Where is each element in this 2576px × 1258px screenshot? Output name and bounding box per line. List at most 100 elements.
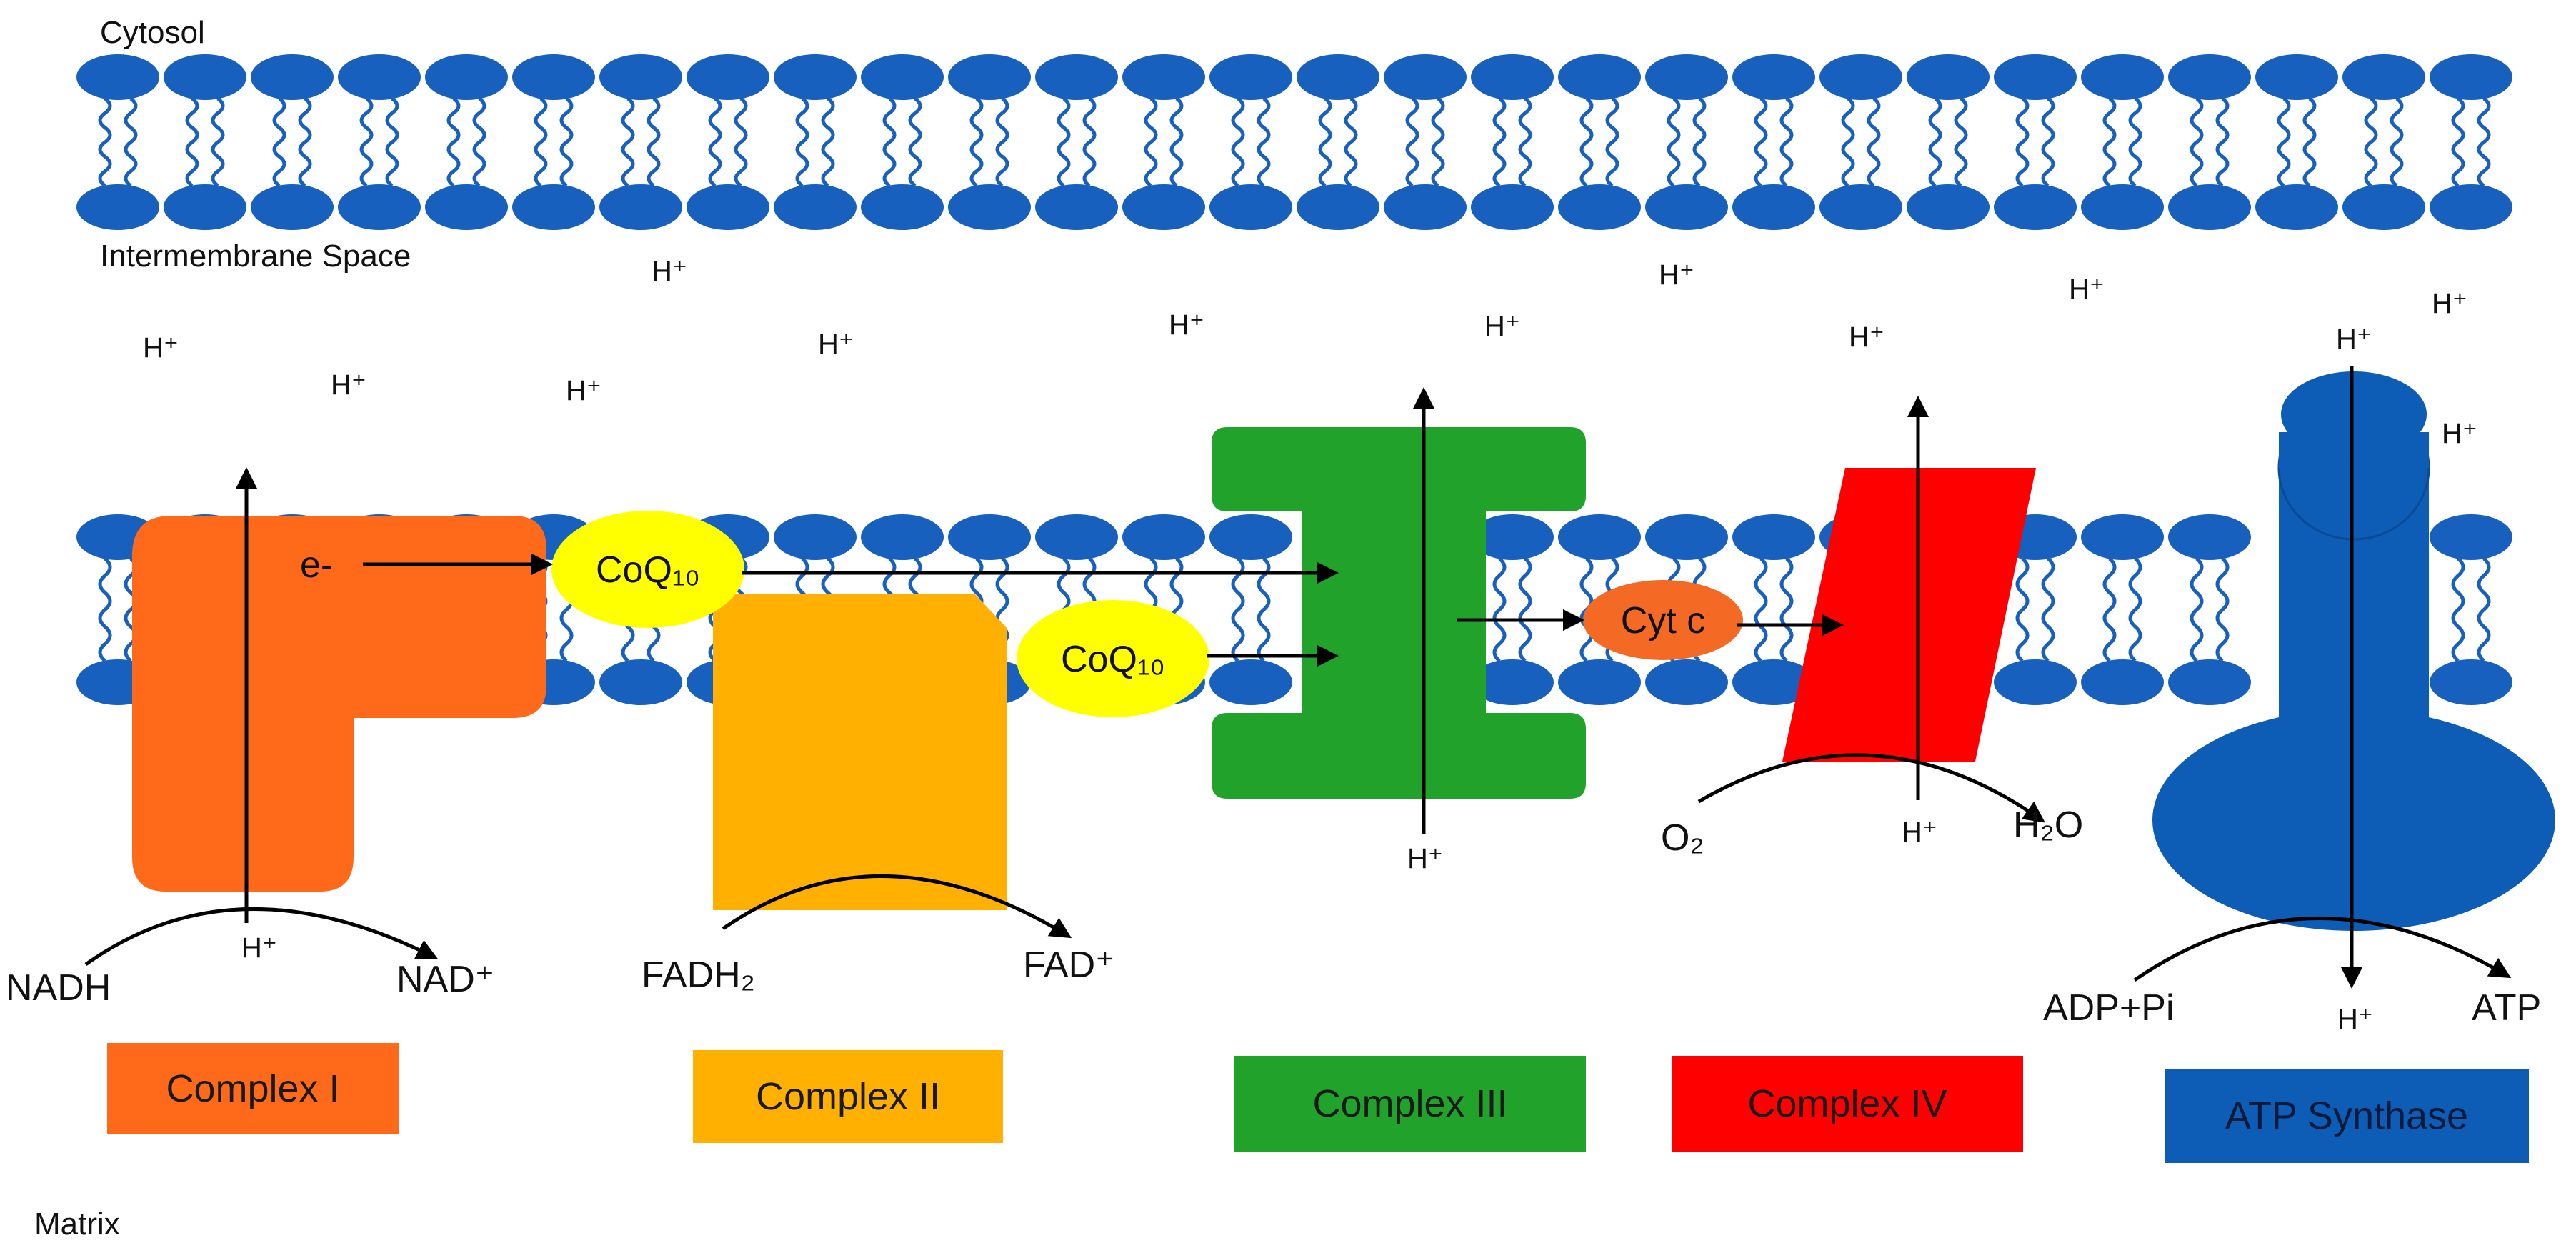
lipid-tail — [1231, 557, 1245, 662]
intermembrane-protons: H⁺ H⁺ H⁺ H⁺ H⁺ H⁺ H⁺ H⁺ H⁺ H⁺ H⁺ H⁺ — [143, 256, 2477, 449]
lipid-head — [76, 184, 159, 230]
lipid-tail — [1492, 557, 1507, 662]
complex-ii-shape — [713, 594, 1007, 910]
lipid-tail — [2015, 557, 2030, 662]
lipid-tail — [821, 96, 835, 188]
lipid-tail — [1231, 96, 1245, 188]
lipid-tail — [2041, 557, 2055, 662]
lipid-head — [251, 184, 334, 230]
legend-label-complex-iii: Complex III — [1312, 1082, 1507, 1125]
lipid-head — [1558, 184, 1641, 230]
lipid-tail — [2128, 96, 2142, 188]
lipid-tail — [211, 96, 225, 188]
lipid-head — [2081, 54, 2164, 100]
lipid-tail — [1667, 96, 1681, 188]
lipid-head — [2430, 54, 2512, 100]
lipid-head — [512, 54, 595, 100]
lipid-head — [1209, 54, 1292, 100]
lipid-head — [1645, 184, 1728, 230]
lipid-head — [774, 54, 857, 100]
lipid-tail — [1431, 96, 1445, 188]
lipid-tail — [2041, 96, 2055, 188]
lipid-tail — [795, 96, 809, 188]
lipid-head — [2342, 184, 2425, 230]
lipid-head — [599, 184, 682, 230]
cytosol-label: Cytosol — [100, 15, 205, 50]
legend-swatch-complex-iv — [1672, 1056, 2023, 1152]
lipid-tail — [1057, 96, 1071, 188]
lipid-head — [1471, 54, 1554, 100]
lipid-tail — [1405, 96, 1419, 188]
lipid-tail — [2102, 557, 2117, 662]
lipid-head — [1035, 184, 1118, 230]
lipid-head — [1907, 54, 1990, 100]
lipid-head — [2342, 54, 2425, 100]
lipid-tail — [2102, 96, 2117, 188]
lipid-head — [2081, 184, 2164, 230]
matrix-label: Matrix — [34, 1207, 120, 1242]
proton-label: H⁺ — [2336, 324, 2372, 355]
legend-swatch-complex-iii — [1234, 1056, 1586, 1152]
lipid-head — [599, 54, 682, 100]
proton-label: H⁺ — [2069, 274, 2105, 305]
lipid-tail — [1518, 557, 1532, 662]
lipid-tail — [185, 96, 199, 188]
lipid-head — [251, 54, 334, 100]
lipid-head — [1122, 514, 1205, 560]
lipid-head — [1297, 184, 1379, 230]
legend-label-complex-iv: Complex IV — [1747, 1082, 1947, 1125]
lipid-tail — [1492, 96, 1507, 188]
lipid-tail — [1779, 96, 1794, 188]
cyt-c-label: Cyt c — [1621, 600, 1705, 642]
proton-label: H⁺ — [1169, 309, 1204, 341]
atp-synthase-shape — [2152, 371, 2555, 931]
lipid-head — [948, 514, 1031, 560]
lipid-tail — [908, 96, 922, 188]
legend-label-complex-ii: Complex II — [756, 1075, 940, 1118]
lipid-tail — [882, 96, 897, 188]
lipid-tail — [472, 96, 486, 188]
lipid-tail — [98, 96, 112, 188]
cyt-c-ellipse — [1583, 580, 1743, 660]
lipid-head — [1732, 184, 1815, 230]
lipid-head — [687, 184, 769, 230]
lipid-head — [2081, 659, 2164, 705]
lipid-tail — [2190, 96, 2204, 188]
complex-iv-shape — [1782, 468, 2036, 762]
proton-label: H⁺ — [241, 932, 277, 964]
lipid-tail — [446, 96, 461, 188]
coq10-label: CoQ₁₀ — [1061, 639, 1165, 680]
lipid-head — [164, 184, 246, 230]
lipid-head — [2255, 184, 2338, 230]
lipid-tail — [298, 96, 312, 188]
lipid-tail — [2364, 96, 2378, 188]
lipid-tail — [1754, 557, 1768, 662]
lipid-head — [1384, 54, 1467, 100]
lipid-tail — [1257, 96, 1271, 188]
lipid-head — [425, 184, 508, 230]
electron-label: e- — [300, 544, 333, 586]
proton-label: H⁺ — [143, 332, 179, 364]
proton-label: H⁺ — [1849, 321, 1884, 353]
intermembrane-space-label: Intermembrane Space — [100, 239, 411, 274]
proton-label: H⁺ — [1902, 817, 1937, 848]
lipid-head — [1209, 659, 1292, 705]
fadh2-label: FADH₂ — [641, 954, 755, 996]
lipid-tail — [1954, 96, 1968, 188]
lipid-tail — [98, 557, 112, 662]
legend-label-complex-i: Complex I — [166, 1067, 339, 1110]
o2-label: O₂ — [1661, 817, 1704, 859]
proton-label: H⁺ — [818, 329, 854, 360]
lipid-head — [774, 514, 857, 560]
lipid-head — [948, 54, 1031, 100]
lipid-tail — [1257, 557, 1271, 662]
lipid-tail — [2477, 557, 2491, 662]
lipid-head — [1209, 514, 1292, 560]
lipid-tail — [2390, 96, 2404, 188]
lipid-head — [1645, 514, 1728, 560]
lipid-tail — [621, 96, 635, 188]
proton-pump-arrows — [236, 366, 2362, 989]
lipid-head — [861, 54, 944, 100]
legend: Complex I Complex II Complex III Complex… — [107, 1043, 2529, 1163]
lipid-head — [76, 54, 159, 100]
